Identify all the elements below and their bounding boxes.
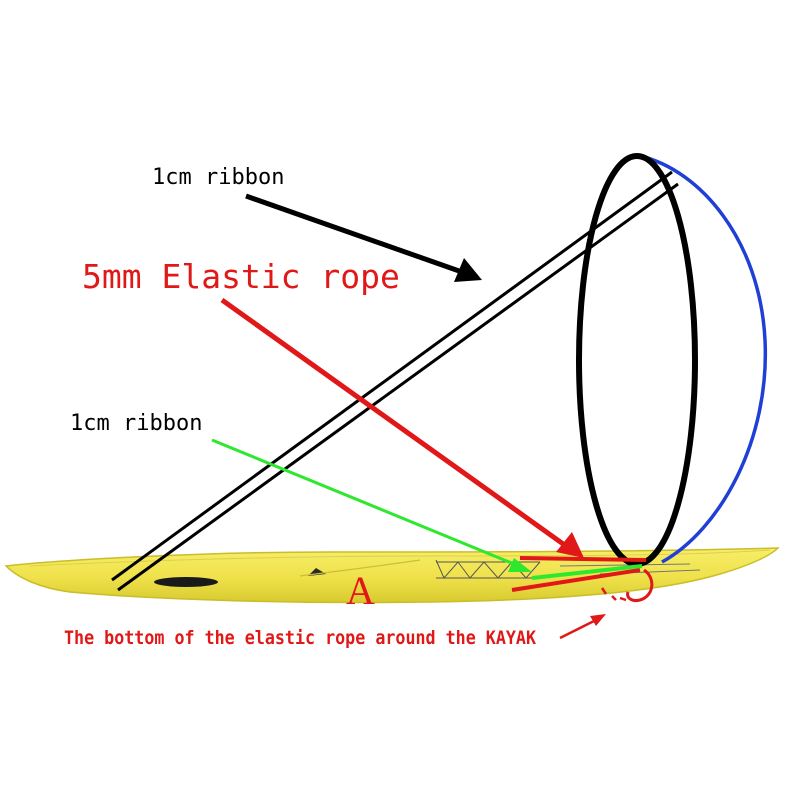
- ribbon-line-2: [117, 182, 679, 592]
- hull-letter: A: [346, 568, 375, 613]
- sail-hoop: [576, 153, 698, 567]
- arrow-green-head: [508, 558, 532, 572]
- arrow-red-head: [556, 532, 584, 558]
- label-elastic-rope: 5mm Elastic rope: [82, 257, 400, 296]
- kayak-deck-line: [29, 549, 771, 567]
- kayak-cockpit: [154, 577, 218, 587]
- red-rope-deck-1: [519, 556, 647, 562]
- blue-elastic-rope: [639, 154, 768, 564]
- red-rope-hook: [626, 568, 654, 602]
- kayak-hull: [4, 547, 780, 604]
- red-rope-deck-2: [511, 568, 641, 592]
- deck-rigging: [435, 559, 541, 579]
- green-rope-deck: [531, 564, 643, 580]
- label-ribbon-lower: 1cm ribbon: [70, 411, 202, 436]
- label-bottom-note: The bottom of the elastic rope around th…: [64, 627, 536, 649]
- label-ribbon-top: 1cm ribbon: [152, 165, 284, 190]
- kayak-deck-detail: [299, 559, 421, 577]
- arrow-red-small: [559, 618, 597, 640]
- arrow-black-head: [454, 258, 482, 282]
- arrow-green: [211, 438, 515, 566]
- red-rope-dash: [600, 587, 627, 602]
- arrow-red-small-head: [590, 614, 606, 626]
- ribbon-line-1: [111, 170, 673, 582]
- arrow-red: [220, 297, 568, 549]
- arrow-black: [245, 193, 463, 275]
